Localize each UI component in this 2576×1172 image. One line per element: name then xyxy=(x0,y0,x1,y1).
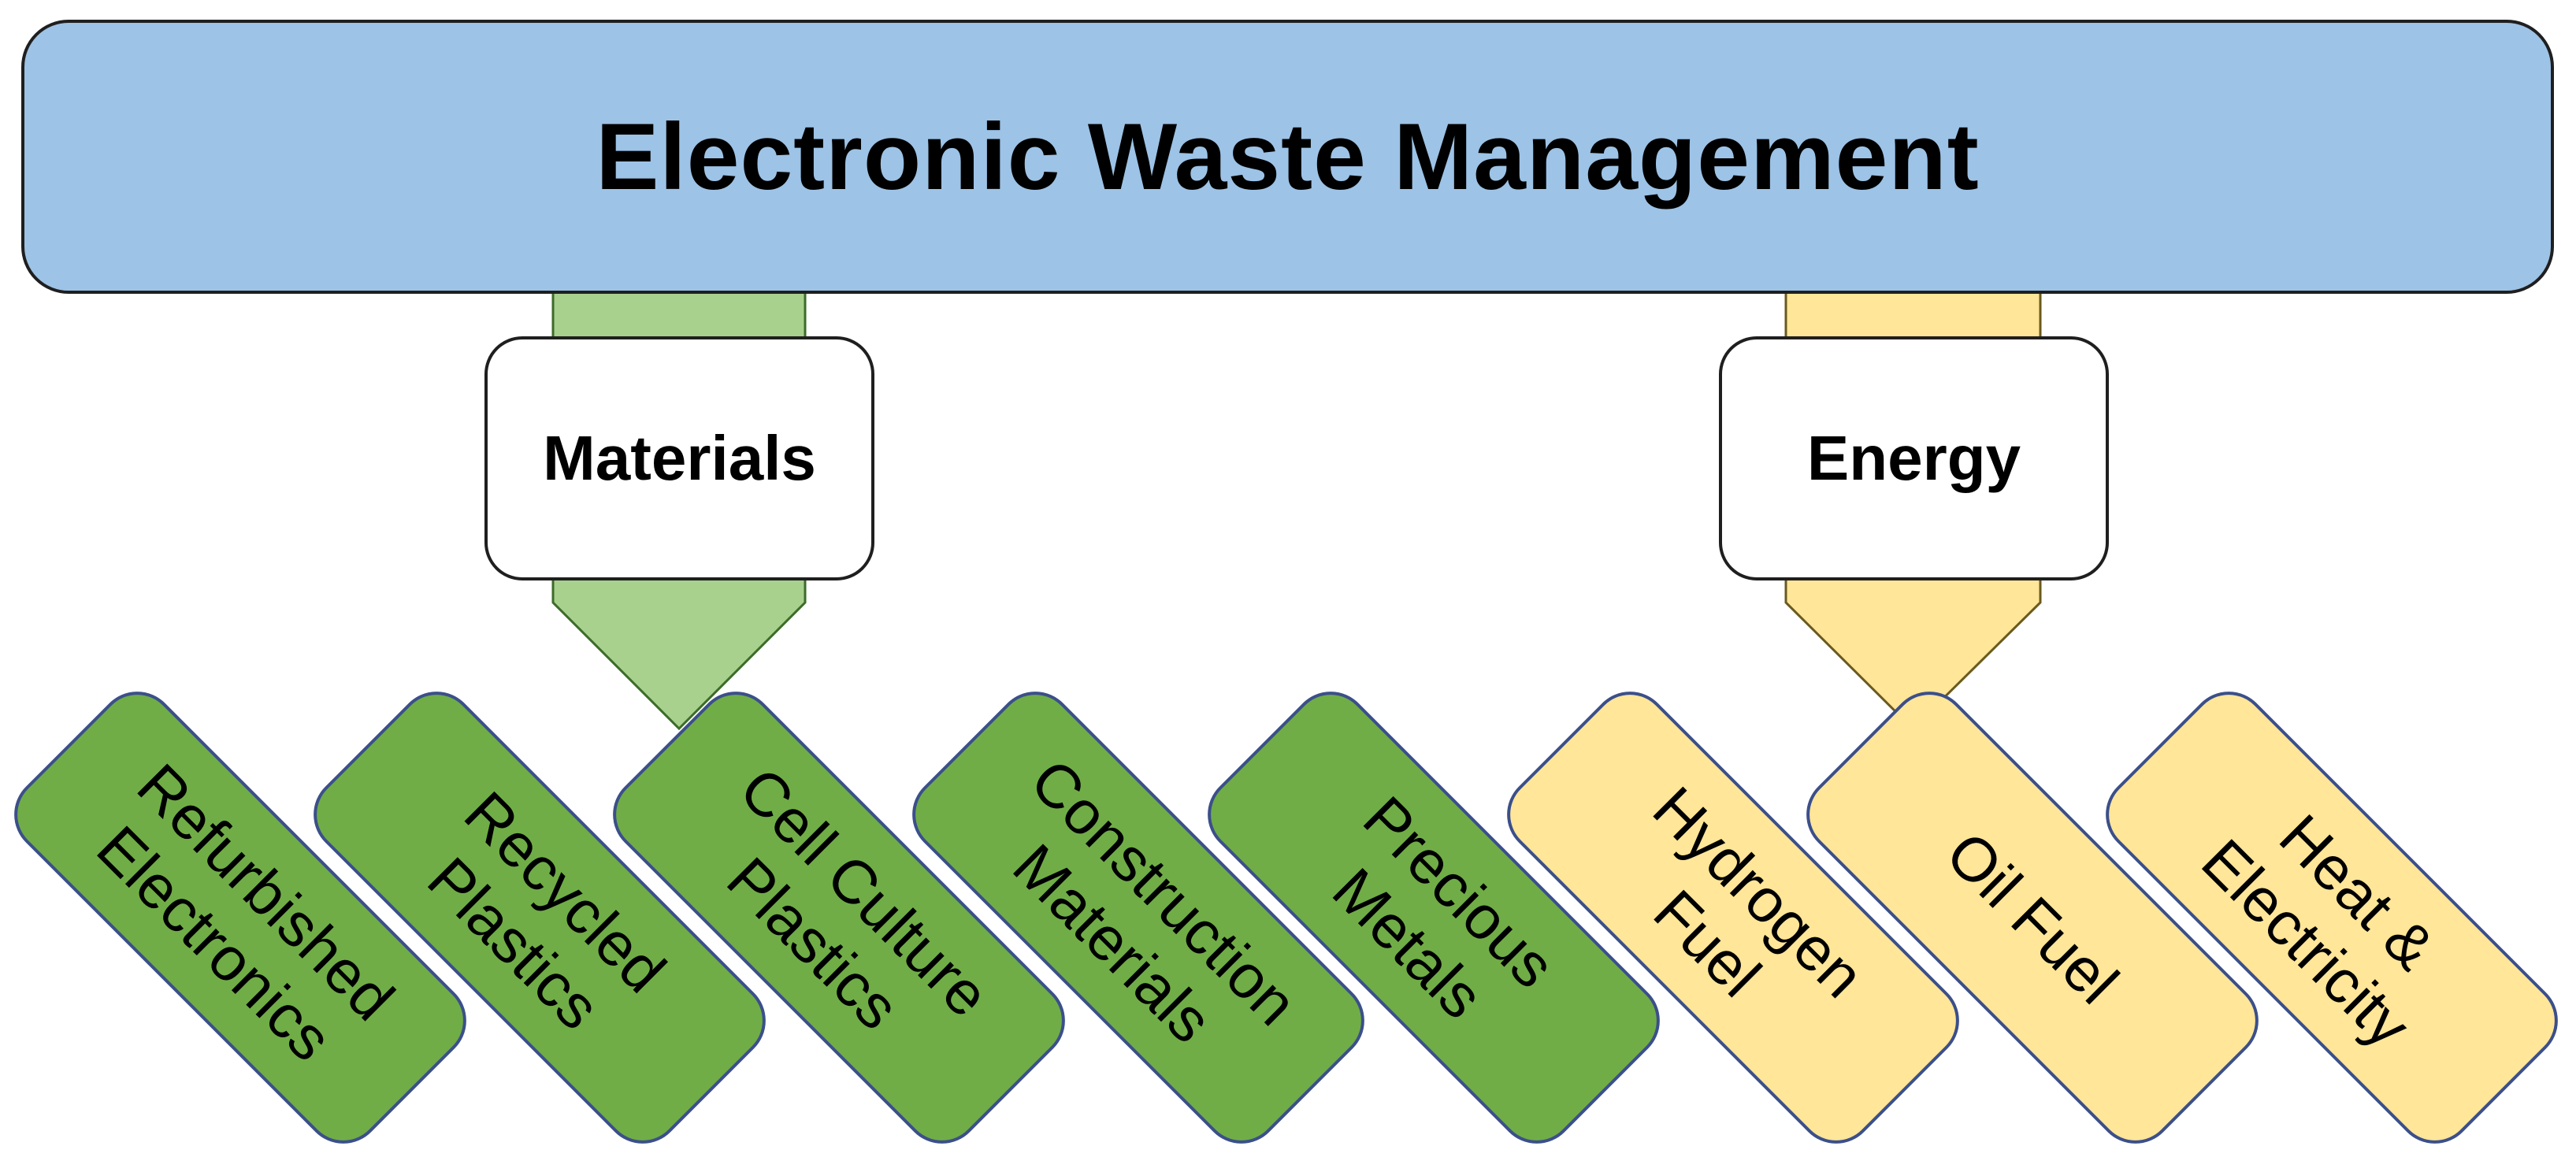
category-energy-label: Energy xyxy=(1806,423,2021,493)
category-materials: Materials xyxy=(484,336,874,580)
category-materials-label: Materials xyxy=(543,423,816,493)
diagram-title: Electronic Waste Management xyxy=(596,104,1980,210)
category-energy: Energy xyxy=(1719,336,2109,580)
title-banner: Electronic Waste Management xyxy=(21,20,2554,294)
